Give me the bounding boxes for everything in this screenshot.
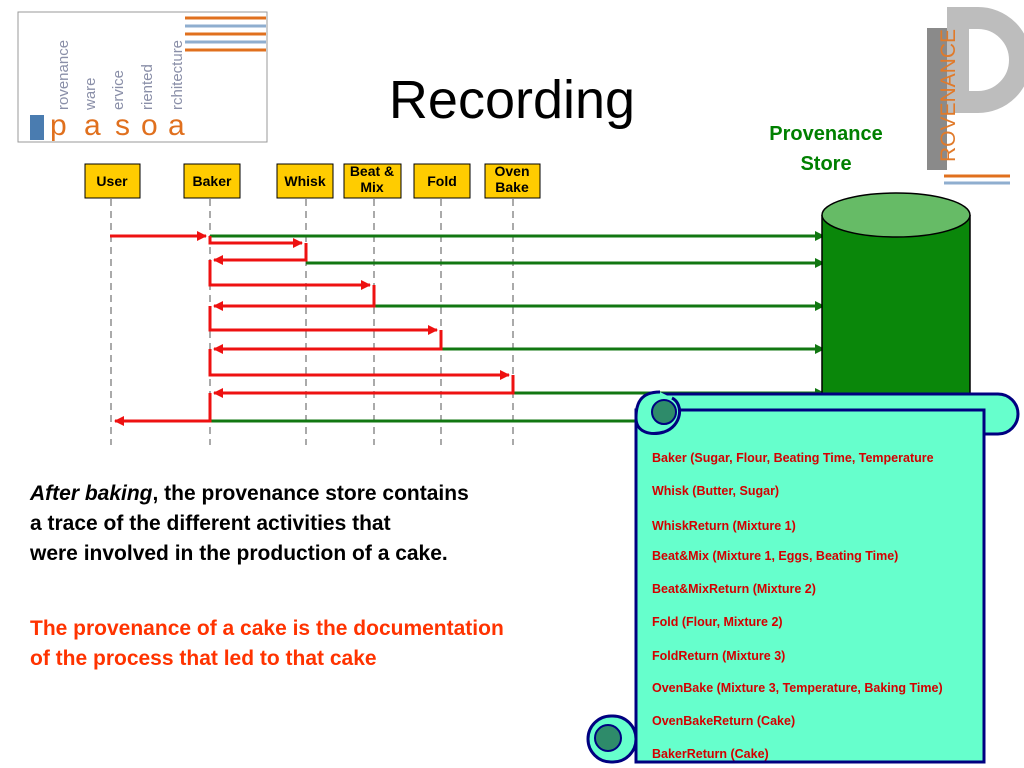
- provenance-vertical-word: ROVENANCE: [937, 29, 960, 162]
- scroll-entry-9: OvenBakeReturn (Cake): [652, 714, 795, 728]
- return-whisk-to-baker: [213, 243, 308, 265]
- actor-baker-label: Baker: [193, 173, 232, 189]
- definition-line-1: The provenance of a cake is the document…: [30, 617, 504, 640]
- call-baker-to-fold: [208, 306, 438, 335]
- scroll-entry-10: BakerReturn (Cake): [652, 747, 769, 761]
- actor-beat-mix: Beat &Mix: [343, 163, 402, 199]
- provenance-corner-logo: ROVENANCE: [927, 7, 1024, 185]
- logo-word-3: ervice: [110, 70, 127, 110]
- actor-whisk-label: Whisk: [284, 173, 325, 189]
- return-beat-mix-to-baker: [213, 285, 376, 311]
- provenance-scroll: Baker (Sugar, Flour, Beating Time, Tempe…: [586, 390, 1020, 764]
- explanation-lead: After baking: [30, 482, 153, 505]
- actor-fold-label: Fold: [427, 173, 457, 189]
- explanation-line-2: a trace of the different activities that: [30, 512, 391, 535]
- explanation-line-1: After baking, the provenance store conta…: [30, 479, 590, 509]
- logo-letter-2: a: [84, 109, 101, 142]
- call-baker-to-oven-bake: [208, 349, 510, 380]
- explanation-paragraph: After baking, the provenance store conta…: [30, 479, 590, 569]
- logo-word-5: rchitecture: [169, 40, 186, 110]
- return-baker-to-user: [114, 393, 212, 426]
- logo-letter-3: s: [115, 109, 130, 142]
- explanation-line-3: were involved in the production of a cak…: [30, 542, 448, 565]
- actor-fold: Fold: [413, 163, 471, 199]
- provenance-store-cylinder: [821, 192, 971, 427]
- pasoa-logo: rovenance ware ervice riented rchitectur…: [17, 11, 268, 143]
- logo-letter-1: p: [50, 109, 67, 142]
- actor-user-label: User: [96, 173, 128, 189]
- scroll-entry-3: WhiskReturn (Mixture 1): [652, 519, 796, 533]
- scroll-entry-5: Beat&MixReturn (Mixture 2): [652, 582, 816, 596]
- page-title: Recording: [389, 70, 635, 130]
- call-baker-to-whisk: [208, 236, 303, 248]
- logo-word-1: rovenance: [55, 40, 72, 110]
- logo-word-2: ware: [82, 77, 99, 111]
- explanation-line-1-rest: , the provenance store contains: [152, 482, 469, 505]
- logo-letter-5: a: [168, 109, 185, 142]
- logo-letter-4: o: [141, 109, 158, 142]
- actor-whisk: Whisk: [276, 163, 334, 199]
- actor-user: User: [84, 163, 141, 199]
- store-label-line-1: Provenance: [769, 123, 882, 145]
- return-oven-bake-to-baker: [213, 375, 515, 398]
- definition-line-2: of the process that led to that cake: [30, 647, 377, 670]
- scroll-entry-7: FoldReturn (Mixture 3): [652, 649, 785, 663]
- definition-paragraph: The provenance of a cake is the document…: [30, 614, 630, 674]
- call-arrows: [110, 231, 515, 426]
- scroll-entry-8: OvenBake (Mixture 3, Temperature, Baking…: [652, 681, 943, 695]
- return-fold-to-baker: [213, 330, 443, 354]
- logo-word-4: riented: [139, 64, 156, 110]
- scroll-entry-4: Beat&Mix (Mixture 1, Eggs, Beating Time): [652, 549, 898, 563]
- actor-baker: Baker: [183, 163, 241, 199]
- scroll-entry-6: Fold (Flour, Mixture 2): [652, 615, 783, 629]
- call-baker-to-beat-mix: [208, 260, 371, 290]
- store-label-line-2: Store: [800, 153, 851, 175]
- scroll-entry-1: Baker (Sugar, Flour, Beating Time, Tempe…: [652, 451, 934, 465]
- scroll-entry-2: Whisk (Butter, Sugar): [652, 484, 779, 498]
- actor-beat-mix-label: Beat &Mix: [350, 163, 394, 195]
